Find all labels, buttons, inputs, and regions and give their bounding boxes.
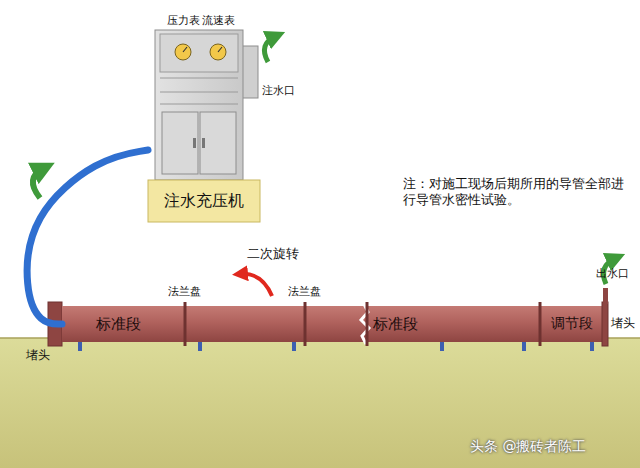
water-hose [27,150,148,324]
node-text: 注水充压机 [164,191,244,212]
pipe-section: 调节段 [542,306,602,342]
flow-arrow [264,36,276,62]
support [440,342,444,351]
support [78,342,82,351]
node-text: 标准段 [373,315,418,334]
flange [366,302,369,346]
part-label: 堵头 [26,348,50,363]
part-label: 堵头 [611,316,635,331]
part-label: 法兰盘 [168,285,201,299]
part-label: 注水口 [262,84,295,98]
machine-box: 注水充压机 [148,30,260,222]
flange [184,302,187,346]
rotation-arrow [240,274,272,296]
gauge-label: 压力表 [167,14,200,28]
pipe-string [48,288,608,346]
part-label: 出水口 [596,267,629,281]
support [198,342,202,351]
pipe-supports [78,342,594,351]
pipe-section: 标准段 [369,306,540,342]
support [590,342,594,351]
part-label: 法兰盘 [288,285,321,299]
support [522,342,526,351]
flange-lines [185,302,540,346]
note: 注：对施工现场后期所用的导管全部进行导管水密性试验。 [403,176,631,209]
node-text: 标准段 [96,315,141,334]
ground [0,338,640,468]
pipe-section: 标准段 [62,306,365,342]
flange [539,302,542,346]
water-pump-machine [148,30,260,222]
flange [304,302,307,346]
rotation-label: 二次旋转 [247,246,299,262]
node-text: 调节段 [551,315,593,333]
flow-arrow [33,168,44,198]
gauge-label: 流速表 [202,14,235,28]
watermark: 头条 @搬砖者陈工 [470,438,586,456]
support [292,342,296,351]
